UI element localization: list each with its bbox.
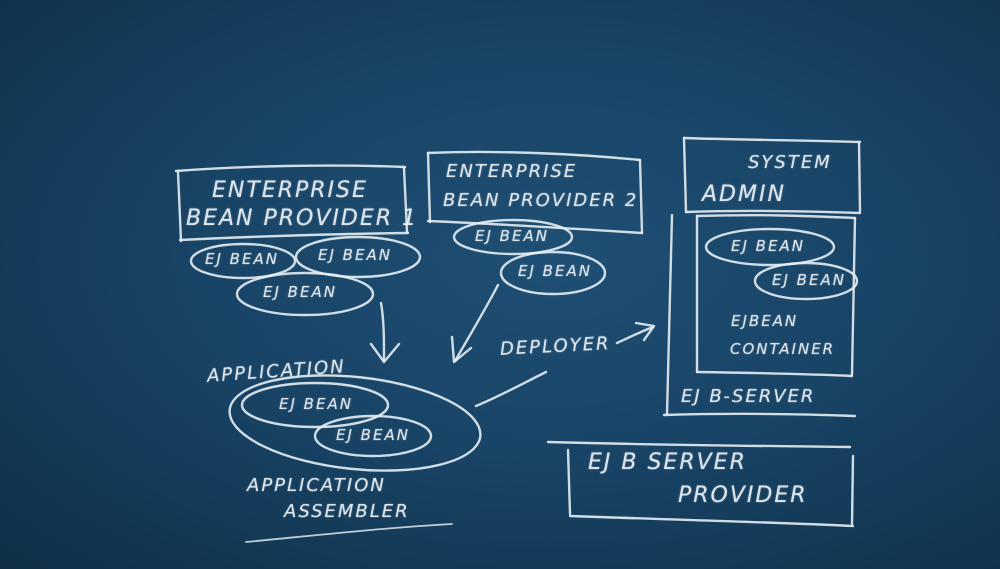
provider-1-title-line-2: BEAN PROVIDER 1 [186,206,419,231]
ejb-server-provider-line-1: EJ B SERVER [588,450,747,475]
provider-1-bean-b: EJ BEAN [318,246,392,264]
arrow-deployer-to-server [615,321,656,345]
provider-1-bean-c: EJ BEAN [263,283,337,301]
provider-1-bean-ellipse-c [235,271,375,317]
ejb-container-box [695,213,857,378]
system-admin-line-1: SYSTEM [748,152,832,173]
ejb-server-provider-box [546,440,855,528]
container-bean-b: EJ BEAN [772,271,846,289]
provider-1-title-line-1: ENTERPRISE [212,178,368,203]
assembler-underline [245,523,453,543]
arrow-provider1-to-application [369,301,401,364]
application-bean-ellipse-a [240,381,390,429]
ejbean-container-line-1: EJBEAN [731,312,799,330]
application-assembler-line-1: APPLICATION [247,475,386,496]
system-admin-line-2: ADMIN [702,182,786,207]
provider-2-bean-b: EJ BEAN [518,262,592,280]
application-assembler-line-2: ASSEMBLER [284,501,410,522]
container-bean-a: EJ BEAN [731,237,805,255]
application-bean-ellipse-b [313,414,433,458]
ejbean-container-line-2: CONTAINER [730,340,836,358]
system-admin-outer-box [662,136,862,418]
line-application-to-deployer [474,370,548,408]
application-outer-ellipse [228,374,482,472]
provider-2-bean-ellipse-b [499,250,607,296]
provider-1-box [174,164,410,243]
provider-1-bean-a: EJ BEAN [205,250,279,268]
container-bean-ellipse-a [704,227,836,267]
container-bean-ellipse-b [753,261,859,301]
provider-2-title-line-1: ENTERPRISE [446,161,578,182]
provider-1-bean-ellipse-a [189,242,297,280]
provider-2-bean-ellipse-a [452,218,574,256]
provider-2-bean-a: EJ BEAN [475,227,549,245]
provider-2-box [426,150,644,235]
provider-2-title-line-2: BEAN PROVIDER 2 [443,190,639,211]
ejb-server-provider-line-2: PROVIDER [678,483,808,508]
provider-1-bean-ellipse-b [294,235,422,279]
application-bean-a: EJ BEAN [279,395,353,413]
application-bean-b: EJ BEAN [336,426,410,444]
ejb-server-label: EJ B-SERVER [681,386,816,407]
arrow-provider2-to-application [450,283,500,364]
